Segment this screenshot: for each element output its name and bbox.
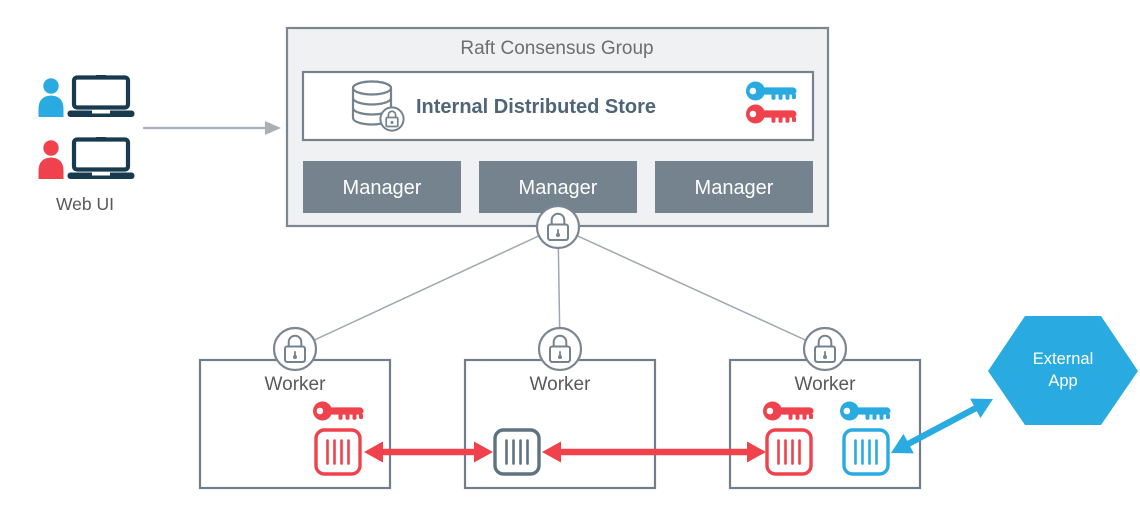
laptop-icon: [68, 137, 135, 179]
external-app: External App: [988, 316, 1138, 425]
worker-2: Worker: [463, 326, 657, 490]
user-icon: [38, 140, 64, 179]
padlock-icon: [537, 326, 583, 372]
store-label: Internal Distributed Store: [416, 96, 656, 118]
web-ui-group: Web UI: [38, 75, 135, 214]
container-icon: [765, 428, 813, 476]
external-app-label-line1: External: [1033, 350, 1094, 368]
manager-row: Manager Manager Manager: [303, 161, 813, 213]
padlock-icon: [802, 326, 848, 372]
worker-label: Worker: [530, 374, 592, 395]
hexagon-shape: [988, 316, 1138, 425]
manager-box: [303, 161, 461, 213]
webui-to-raft-arrow: [143, 121, 281, 135]
padlock-icon: [272, 326, 318, 372]
worker3-external-arrow: [891, 398, 993, 454]
internal-distributed-store: Internal Distributed Store: [301, 70, 815, 142]
worker-1: Worker: [198, 326, 392, 490]
connector-line: [294, 226, 559, 350]
laptop-icon: [68, 75, 135, 117]
manager-box: [655, 161, 813, 213]
worker-label: Worker: [265, 374, 327, 395]
worker1-worker2-arrow: [364, 441, 493, 463]
container-icon: [842, 428, 890, 476]
worker-3: Worker: [728, 326, 922, 490]
manager-box: [479, 161, 637, 213]
raft-group-title: Raft Consensus Group: [460, 38, 653, 59]
container-icon: [493, 428, 541, 476]
connector-line: [557, 226, 826, 350]
manager-label: Manager: [695, 177, 774, 199]
database-lock-icon: [351, 80, 405, 132]
padlock-icon: [535, 204, 581, 250]
container-icon: [314, 428, 362, 476]
raft-consensus-group: Raft Consensus Group Internal Distribute…: [285, 26, 830, 228]
worker2-worker3-arrow: [542, 441, 766, 463]
manager-label: Manager: [519, 177, 598, 199]
user-icon: [38, 78, 64, 117]
manager-label: Manager: [343, 177, 422, 199]
worker-label: Worker: [795, 374, 857, 395]
external-app-label-line2: App: [1048, 372, 1077, 390]
web-ui-label: Web UI: [56, 194, 114, 214]
